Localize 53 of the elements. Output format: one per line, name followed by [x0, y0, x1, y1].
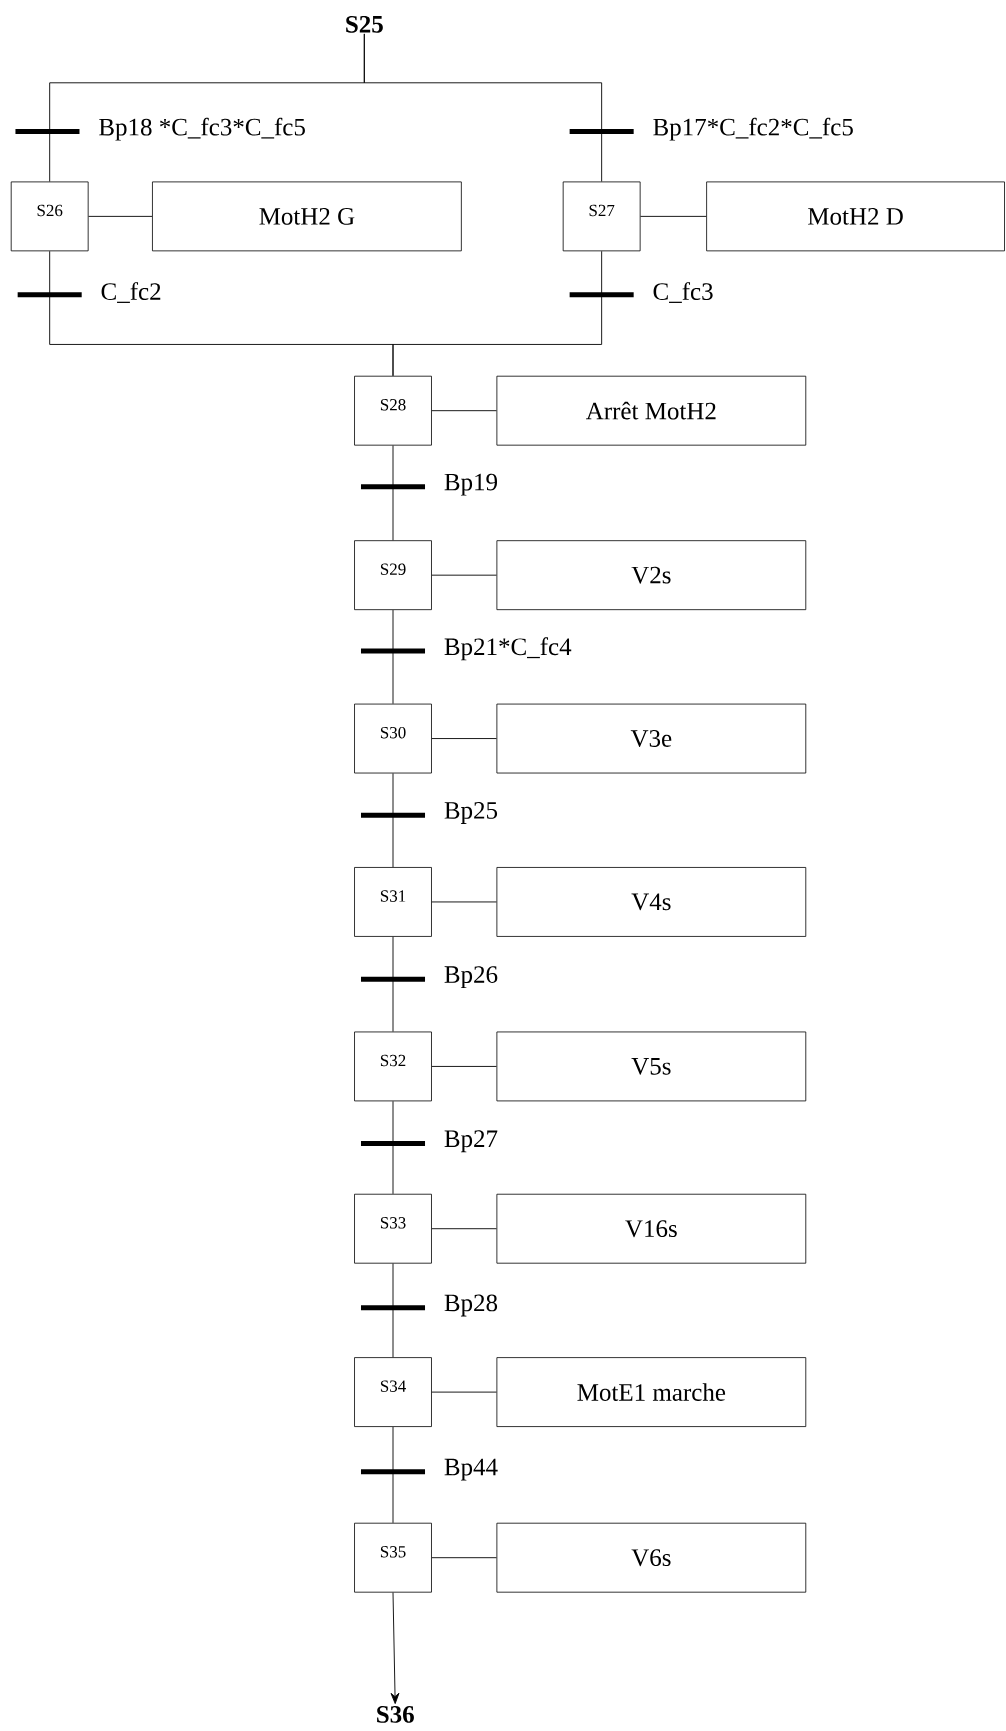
transition-label: Bp28 — [443, 1293, 500, 1318]
connector-line — [431, 1228, 498, 1230]
connector-arrow — [390, 1592, 400, 1705]
transition-label: Bp19 — [443, 472, 500, 497]
action-box: V4s — [496, 867, 807, 937]
transition-label: C_fc2 — [99, 281, 163, 304]
step-box: S31 — [354, 867, 433, 937]
action-box: V2s — [496, 540, 807, 611]
step-box: S34 — [354, 1357, 433, 1427]
step-box: S29 — [354, 540, 433, 611]
step-box: S27 — [562, 181, 641, 252]
connector-line — [392, 1263, 394, 1358]
connector-line — [431, 901, 498, 903]
action-box: MotE1 marche — [496, 1357, 807, 1427]
step-box: S26 — [10, 181, 89, 252]
action-box: V5s — [496, 1031, 807, 1102]
connector-line — [431, 574, 498, 576]
connector-line — [431, 1391, 498, 1393]
connector-line — [392, 1426, 394, 1524]
action-box: Arrêt MotH2 — [496, 375, 807, 446]
transition-label: Bp44 — [443, 1457, 500, 1482]
transition-label: Bp25 — [443, 801, 500, 825]
connector-line — [392, 445, 394, 541]
step-box: S30 — [354, 703, 433, 774]
connector-line — [392, 609, 394, 705]
step-box: S28 — [354, 375, 433, 446]
action-box: V16s — [496, 1193, 807, 1264]
transition-label: C_fc3 — [651, 281, 715, 304]
transition-label: Bp21*C_fc4 — [443, 636, 573, 662]
transition-label: Bp26 — [443, 965, 500, 990]
transition-label: Bp18 *C_fc3*C_fc5 — [97, 116, 308, 142]
step-label: S36 — [377, 1706, 415, 1723]
transition-label: Bp17*C_fc2*C_fc5 — [651, 116, 855, 142]
connector-line — [431, 410, 498, 412]
connector-line — [88, 215, 153, 217]
action-box: V6s — [496, 1522, 807, 1593]
step-box: S33 — [354, 1193, 433, 1264]
transition-label: Bp27 — [443, 1129, 500, 1154]
connector-line — [392, 773, 394, 868]
connector-line — [392, 1100, 394, 1195]
action-box: MotH2 D — [706, 181, 1006, 252]
connector-line — [640, 215, 707, 217]
step-box: S32 — [354, 1031, 433, 1102]
connector-line — [431, 1557, 498, 1559]
connector-line — [392, 250, 603, 377]
connector-line — [364, 33, 603, 182]
connector-line — [431, 1066, 498, 1067]
action-box: MotH2 G — [152, 181, 462, 252]
connector-line — [392, 936, 394, 1032]
step-box: S35 — [354, 1522, 433, 1593]
step-label: S25 — [346, 15, 383, 33]
connector-line — [431, 738, 498, 739]
action-box: V3e — [496, 703, 807, 774]
